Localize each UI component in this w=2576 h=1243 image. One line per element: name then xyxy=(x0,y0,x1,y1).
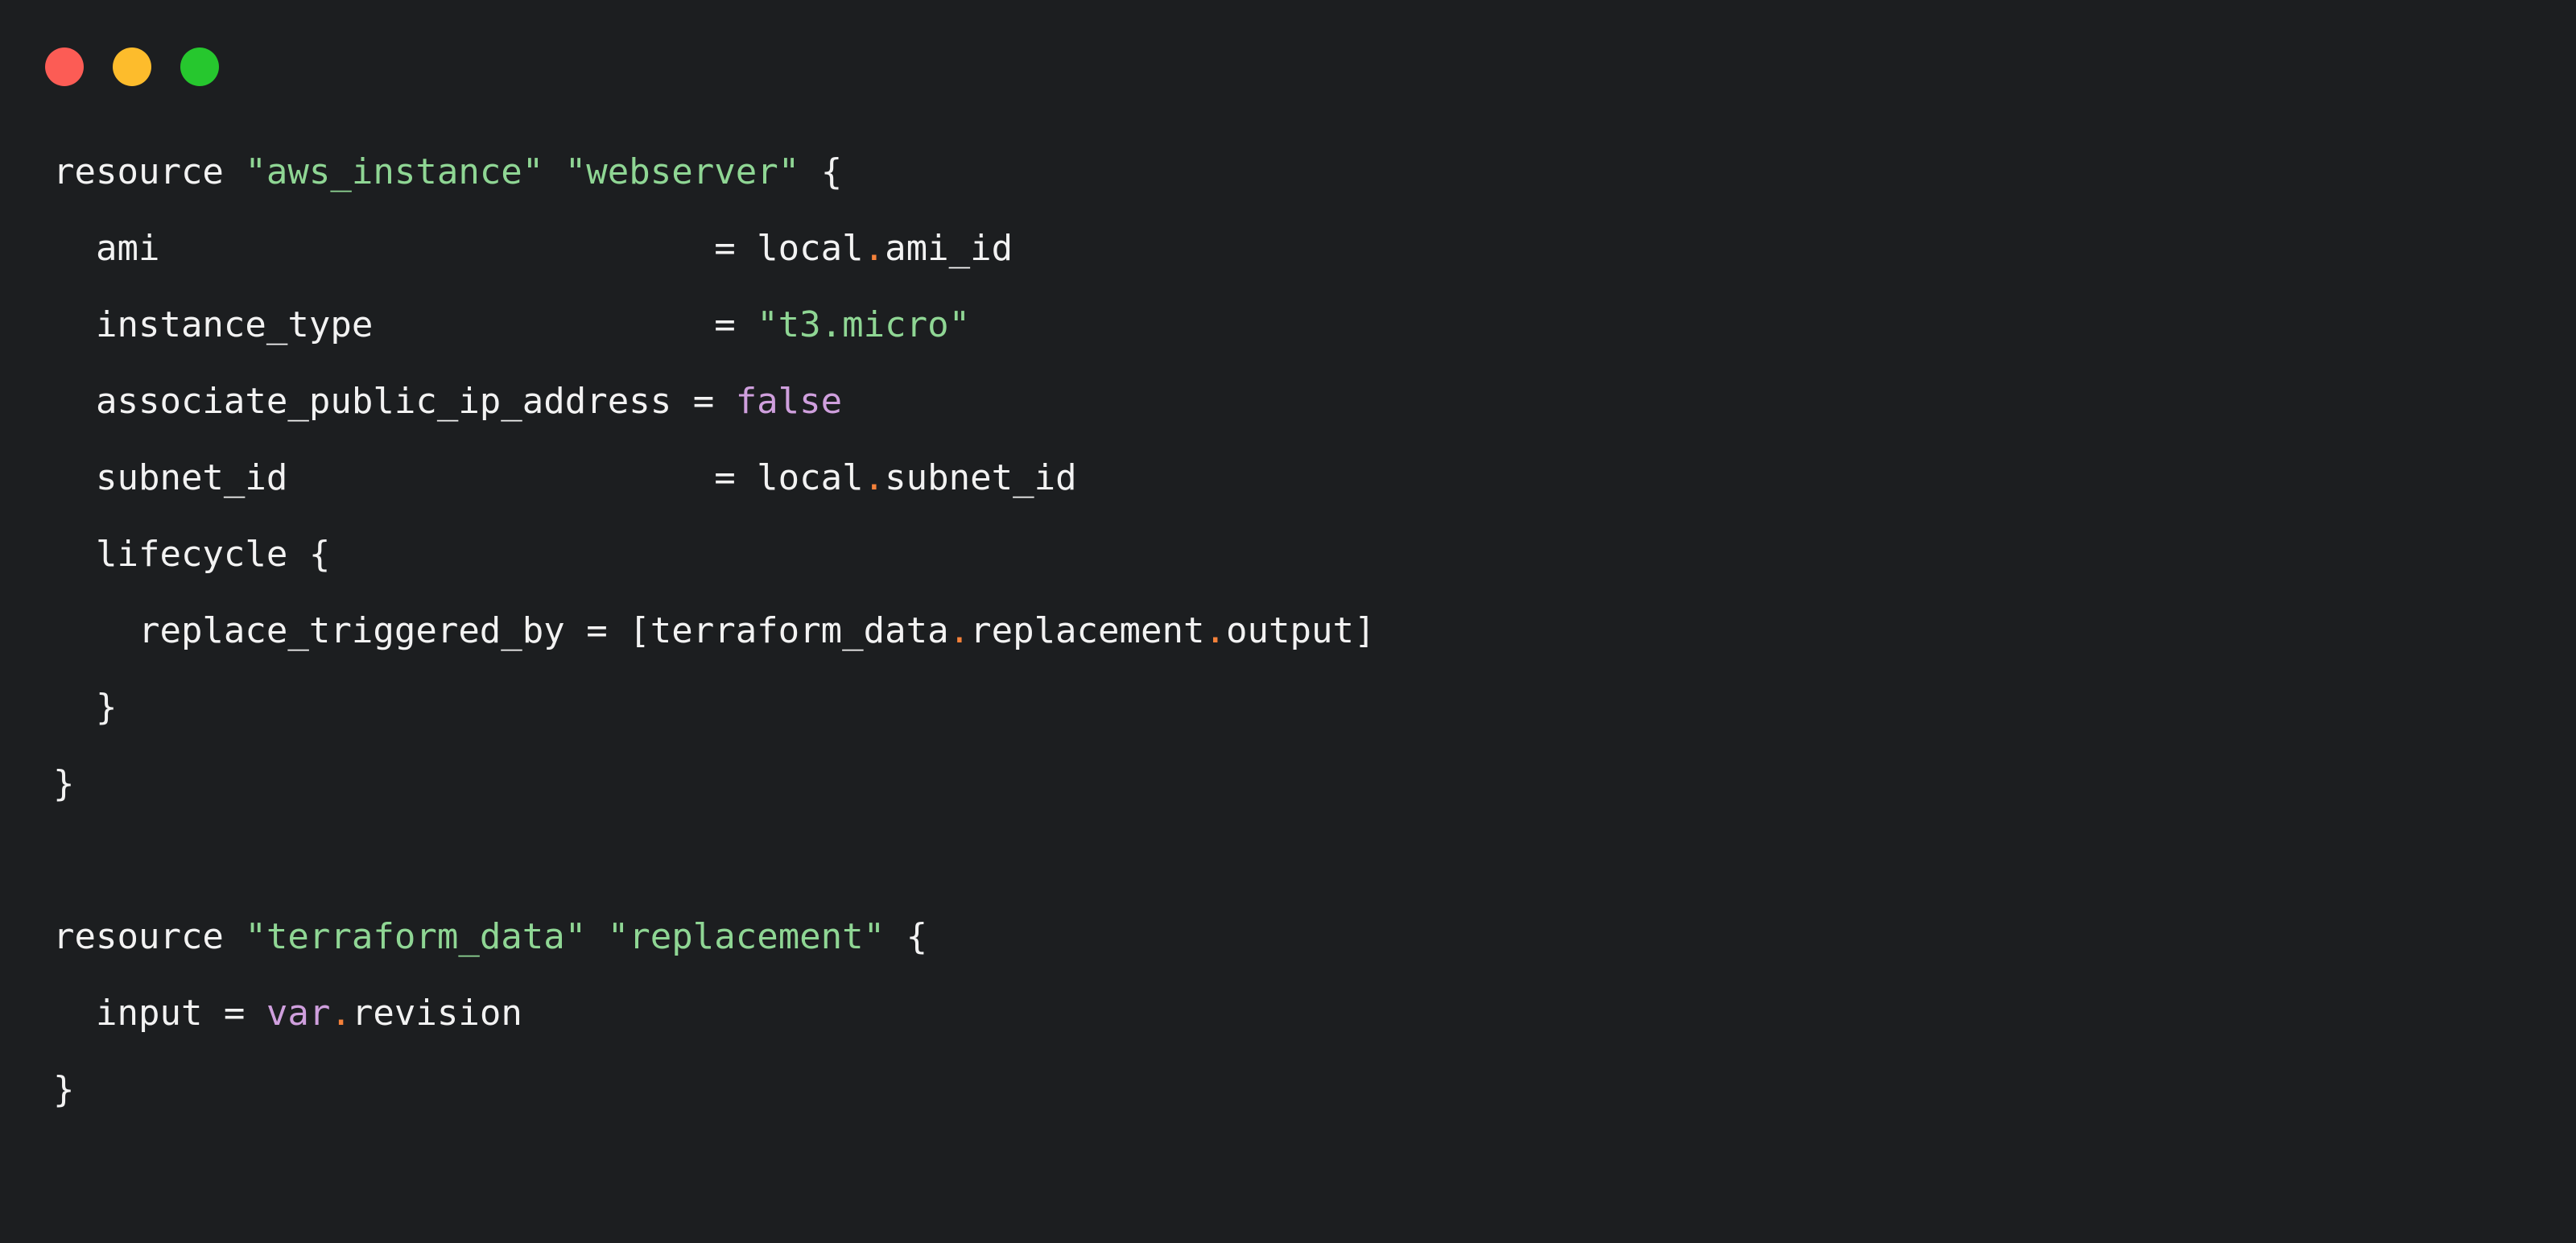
code-token-plain: replace_triggered_by = [terraform_data xyxy=(53,610,949,651)
code-token-plain: } xyxy=(53,1069,75,1110)
code-line: lifecycle { xyxy=(53,516,2576,593)
close-button-icon[interactable] xyxy=(45,47,84,86)
code-token-plain: resource xyxy=(53,916,246,957)
code-token-keyword: var xyxy=(266,993,331,1034)
code-line: replace_triggered_by = [terraform_data.r… xyxy=(53,593,2576,669)
code-token-plain: subnet_id xyxy=(885,457,1077,498)
code-block[interactable]: resource "aws_instance" "webserver" { am… xyxy=(53,134,2576,1128)
window-controls xyxy=(45,47,219,86)
code-token-plain: } xyxy=(53,687,118,728)
code-token-plain: instance_type = xyxy=(53,304,758,345)
code-line: associate_public_ip_address = false xyxy=(53,363,2576,440)
code-line: resource "aws_instance" "webserver" { xyxy=(53,134,2576,210)
code-line xyxy=(53,822,2576,898)
code-token-plain: ami = local xyxy=(53,228,864,269)
code-token-dot: . xyxy=(330,993,352,1034)
code-token-plain: } xyxy=(53,763,75,804)
code-line: } xyxy=(53,1051,2576,1128)
code-line: } xyxy=(53,669,2576,745)
code-token-dot: . xyxy=(1204,610,1227,651)
code-token-string: "t3.micro" xyxy=(757,304,971,345)
code-line: } xyxy=(53,745,2576,822)
code-token-plain: ami_id xyxy=(885,228,1013,269)
code-token-dot: . xyxy=(863,457,886,498)
code-line: ami = local.ami_id xyxy=(53,210,2576,287)
code-token-plain: associate_public_ip_address = xyxy=(53,381,736,422)
code-token-keyword: false xyxy=(735,381,843,422)
code-token-plain: input = xyxy=(53,993,266,1034)
code-token-plain xyxy=(586,916,608,957)
code-token-plain xyxy=(543,151,565,192)
code-token-plain: replacement xyxy=(970,610,1205,651)
code-token-plain: revision xyxy=(351,993,522,1034)
code-token-string: "webserver" xyxy=(564,151,800,192)
code-token-plain: subnet_id = local xyxy=(53,457,864,498)
code-token-plain: { xyxy=(885,916,928,957)
code-token-dot: . xyxy=(948,610,971,651)
code-line: resource "terraform_data" "replacement" … xyxy=(53,898,2576,975)
code-line: input = var.revision xyxy=(53,975,2576,1051)
code-editor-area[interactable]: resource "aws_instance" "webserver" { am… xyxy=(0,134,2576,1243)
code-line: subnet_id = local.subnet_id xyxy=(53,440,2576,516)
code-token-plain: lifecycle { xyxy=(53,534,331,575)
code-token-dot: . xyxy=(863,228,886,269)
code-token-plain: { xyxy=(799,151,843,192)
code-line: instance_type = "t3.micro" xyxy=(53,287,2576,363)
code-token-plain: resource xyxy=(53,151,246,192)
minimize-button-icon[interactable] xyxy=(113,47,151,86)
code-token-plain: output] xyxy=(1226,610,1376,651)
code-token-string: "terraform_data" xyxy=(245,916,587,957)
window-titlebar xyxy=(0,0,2576,134)
code-token-string: "replacement" xyxy=(607,916,886,957)
code-token-string: "aws_instance" xyxy=(245,151,544,192)
zoom-button-icon[interactable] xyxy=(180,47,219,86)
